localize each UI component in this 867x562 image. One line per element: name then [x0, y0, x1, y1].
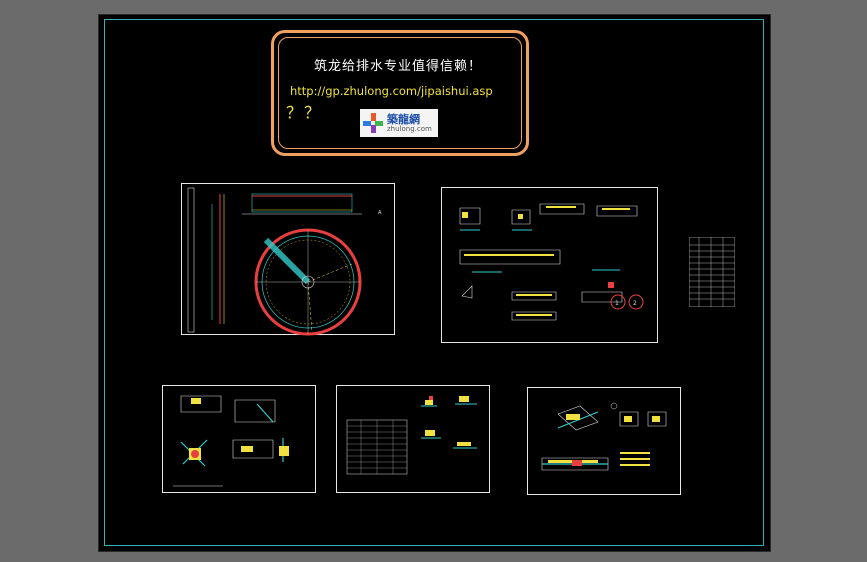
drawing-sheet-inlet-details[interactable]: [527, 387, 681, 495]
logo-text-cn: 築龍網: [387, 113, 420, 126]
zhulong-logo: 築龍網 zhulong.com: [360, 109, 438, 137]
logo-mark-icon: [363, 113, 383, 133]
details-drawing: 1 2: [459, 203, 644, 321]
drawing-sheet-tank-plan[interactable]: A: [181, 183, 395, 336]
drawing-frame: [104, 19, 764, 546]
banner-marks: ？？: [286, 103, 323, 122]
logo-text-site: zhulong.com: [387, 125, 432, 133]
banner-url: http://gp.zhulong.com/jipaishui.asp: [290, 84, 493, 98]
drawing-sheet-schedule[interactable]: [688, 236, 736, 308]
svg-text:A: A: [378, 210, 382, 216]
svg-text:2: 2: [633, 300, 637, 307]
watermark-banner: 筑龙给排水专业值得信赖！ http://gp.zhulong.com/jipai…: [271, 30, 529, 156]
drawing-sheet-details[interactable]: 1 2: [441, 187, 658, 343]
inlet-details-drawing: [541, 402, 667, 471]
banner-title: 筑龙给排水专业值得信赖！: [314, 59, 483, 74]
drawing-sheet-details-table[interactable]: [336, 385, 490, 493]
schedule-table-drawing: [688, 236, 736, 308]
pipe-details-drawing: [173, 395, 289, 487]
tank-plan-drawing: A: [187, 187, 382, 336]
details-table-drawing: [346, 396, 477, 475]
drawing-canvas[interactable]: 筑龙给排水专业值得信赖！ http://gp.zhulong.com/jipai…: [98, 14, 771, 552]
drawing-sheet-pipe-details[interactable]: [162, 385, 316, 493]
banner-inner-border: [278, 37, 522, 149]
svg-text:1: 1: [615, 300, 619, 307]
